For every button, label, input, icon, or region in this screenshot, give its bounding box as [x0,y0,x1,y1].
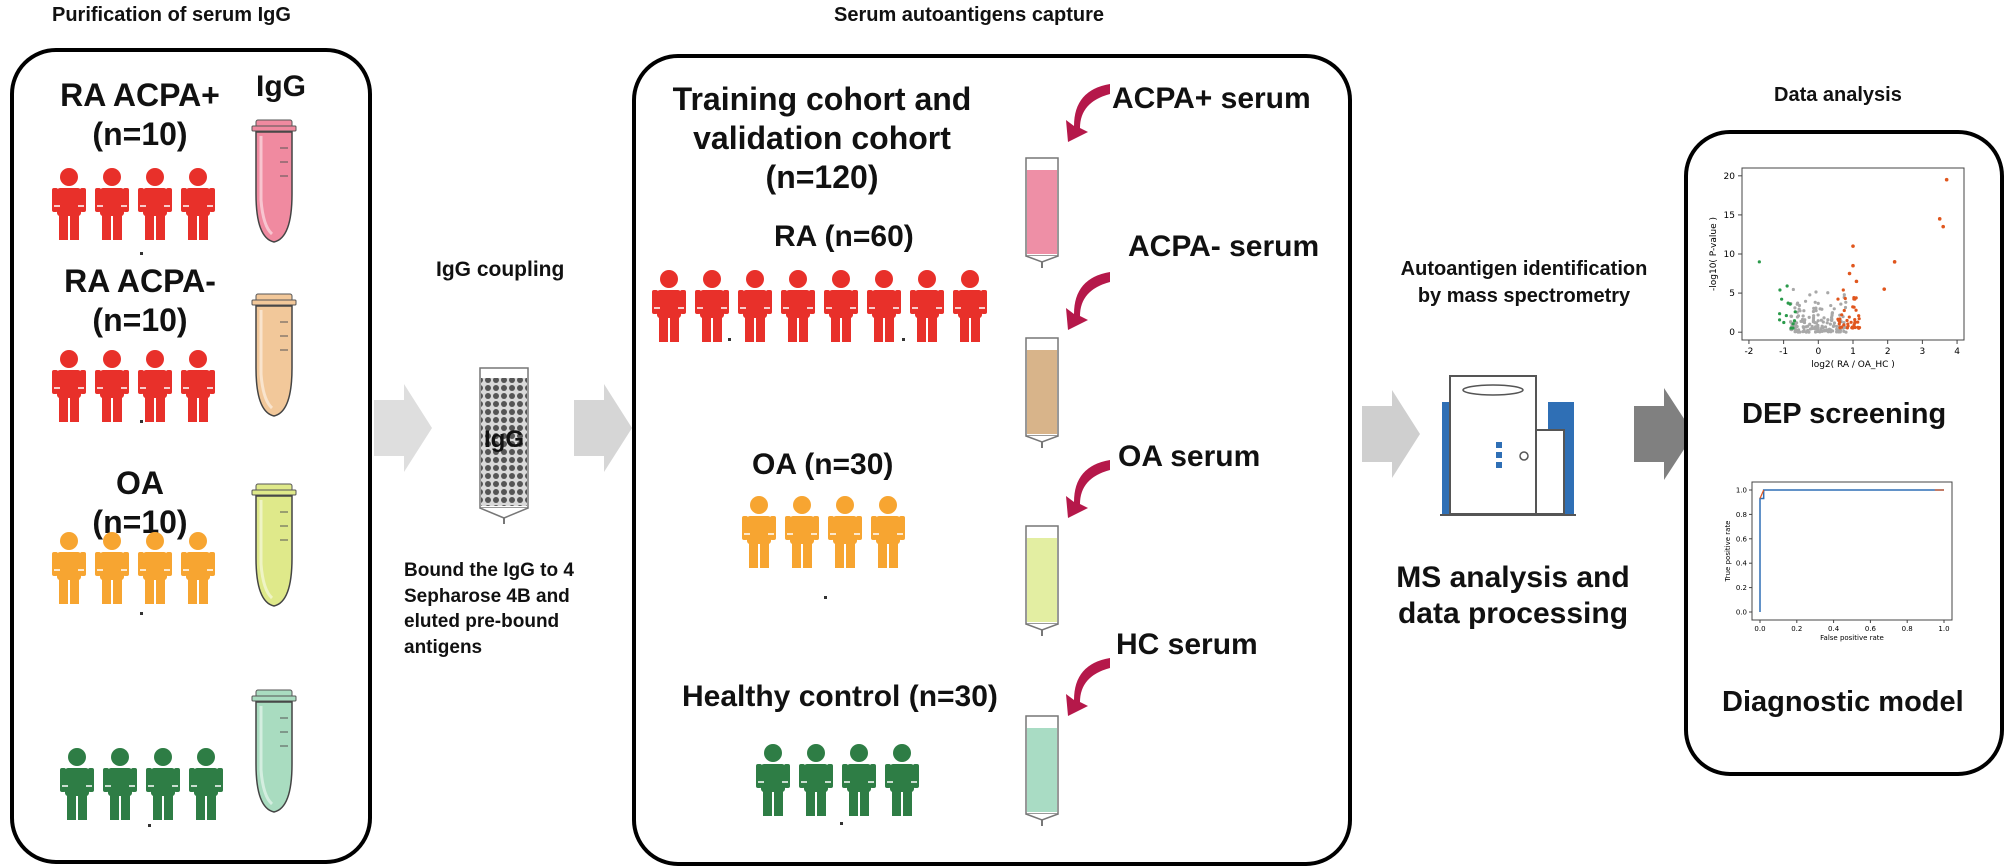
person-icon [756,744,790,816]
svg-text:0: 0 [1729,328,1735,338]
person-icon [799,744,833,816]
serum-label-oa: OA serum [1118,440,1261,473]
person-icon [842,744,876,816]
people-group-hc [60,748,232,825]
person-icon [52,168,86,240]
svg-text:0.4: 0.4 [1828,625,1840,633]
svg-text:0.6: 0.6 [1736,535,1748,543]
ms-label: MS analysis and data processing [1396,561,1630,630]
svg-text:-log10( P-value ): -log10( P-value ) [1709,217,1719,291]
group-label-ra-acpa-neg: RA ACPA- (n=10) [64,263,216,339]
svg-text:0: 0 [1815,347,1821,357]
person-icon [138,350,172,422]
svg-text:0.2: 0.2 [1736,584,1747,592]
igg-header: IgG [256,70,306,103]
person-icon [652,270,686,342]
person-icon [867,270,901,342]
person-icon [95,168,129,240]
svg-text:5: 5 [1729,289,1735,299]
svg-text:1.0: 1.0 [1736,487,1747,495]
person-icon [738,270,772,342]
person-icon [103,748,137,820]
people-group-ra-acpa-neg [52,350,224,427]
person-icon [52,350,86,422]
svg-text:10: 10 [1724,250,1736,260]
person-icon [95,350,129,422]
svg-text:0.0: 0.0 [1736,609,1747,617]
people-group-oa [52,532,224,609]
person-icon [742,496,776,568]
person-icon [189,748,223,820]
person-icon [60,748,94,820]
person-icon [52,532,86,604]
flow-arrow-1 [374,384,432,472]
person-icon [138,532,172,604]
flow-arrow-2 [574,384,632,472]
people-group-ra-b [824,270,996,347]
person-icon [181,532,215,604]
person-icon [146,748,180,820]
person-icon [785,496,819,568]
flow-arrow-3 [1362,390,1420,478]
person-icon [781,270,815,342]
person-icon [824,270,858,342]
sepharose-column: IgG [476,367,532,524]
serum-label-hc: HC serum [1116,628,1258,661]
person-icon [95,532,129,604]
person-icon [181,350,215,422]
group-label-oa: OA (n=10) [92,465,188,541]
person-icon [695,270,729,342]
svg-text:False positive rate: False positive rate [1820,634,1884,642]
purification-section-title: Purification of serum IgG [52,4,291,26]
svg-text:2: 2 [1885,347,1891,357]
svg-text:15: 15 [1724,211,1735,221]
person-icon [181,168,215,240]
svg-text:-1: -1 [1779,347,1788,357]
mass-spectrometer-icon [1440,375,1576,516]
svg-text:-2: -2 [1744,347,1753,357]
person-icon [910,270,944,342]
svg-text:4: 4 [1954,347,1960,357]
svg-text:0.4: 0.4 [1736,560,1748,568]
person-icon [885,744,919,816]
people-group-ra-a [652,270,824,347]
capture-section-title: Serum autoantigens capture [834,4,1105,26]
model-label: Diagnostic model [1722,686,1964,718]
capture-panel [632,54,1352,866]
flow-arrow-4 [1634,388,1694,480]
person-icon [953,270,987,342]
group-label-ra-acpa-pos: RA ACPA+ (n=10) [60,77,220,153]
people-group-hc-capture [756,744,928,821]
coupling-description: Bound the IgG to 4 Sepharose 4B and elut… [404,560,574,658]
people-group-ra-acpa-pos [52,168,224,245]
serum-label-acpa-pos: ACPA+ serum [1112,82,1311,115]
coupling-title: IgG coupling [436,258,565,281]
svg-text:True positive rate: True positive rate [1724,521,1732,583]
person-icon [871,496,905,568]
svg-text:3: 3 [1920,347,1926,357]
svg-text:1: 1 [1850,347,1856,357]
serum-label-acpa-neg: ACPA- serum [1128,230,1320,263]
svg-text:log2( RA / OA_HC ): log2( RA / OA_HC ) [1811,360,1895,370]
svg-text:0.8: 0.8 [1736,511,1747,519]
svg-text:0.6: 0.6 [1865,625,1877,633]
dep-label: DEP screening [1742,398,1947,430]
cohort-title: Training cohort and validation cohort (n… [672,81,972,196]
person-icon [138,168,172,240]
svg-text:0.0: 0.0 [1754,625,1765,633]
volcano-plot: -2 -1 0 1 2 3 4 0 5 10 15 20 log2( RA / OA_HC ) -log1… [1709,167,1965,370]
svg-text:20: 20 [1724,172,1736,182]
column-label: IgG [484,426,524,453]
capture-group-label-oa: OA (n=30) [752,448,894,481]
person-icon [828,496,862,568]
capture-group-label-hc: Healthy control (n=30) [682,680,998,713]
roc-curve: 0.0 0.2 0.4 0.6 0.8 1.0 0.0 0.2 0.4 0.6 0.8 1.0Fals… [1724,481,1953,642]
people-group-oa-capture [742,496,914,573]
svg-text:0.2: 0.2 [1791,625,1802,633]
capture-group-label-ra: RA (n=60) [774,220,914,253]
svg-text:0.8: 0.8 [1902,625,1913,633]
ms-title: Autoantigen identification by mass spect… [1400,258,1648,307]
analysis-section-title: Data analysis [1774,84,1902,106]
svg-text:1.0: 1.0 [1938,625,1949,633]
